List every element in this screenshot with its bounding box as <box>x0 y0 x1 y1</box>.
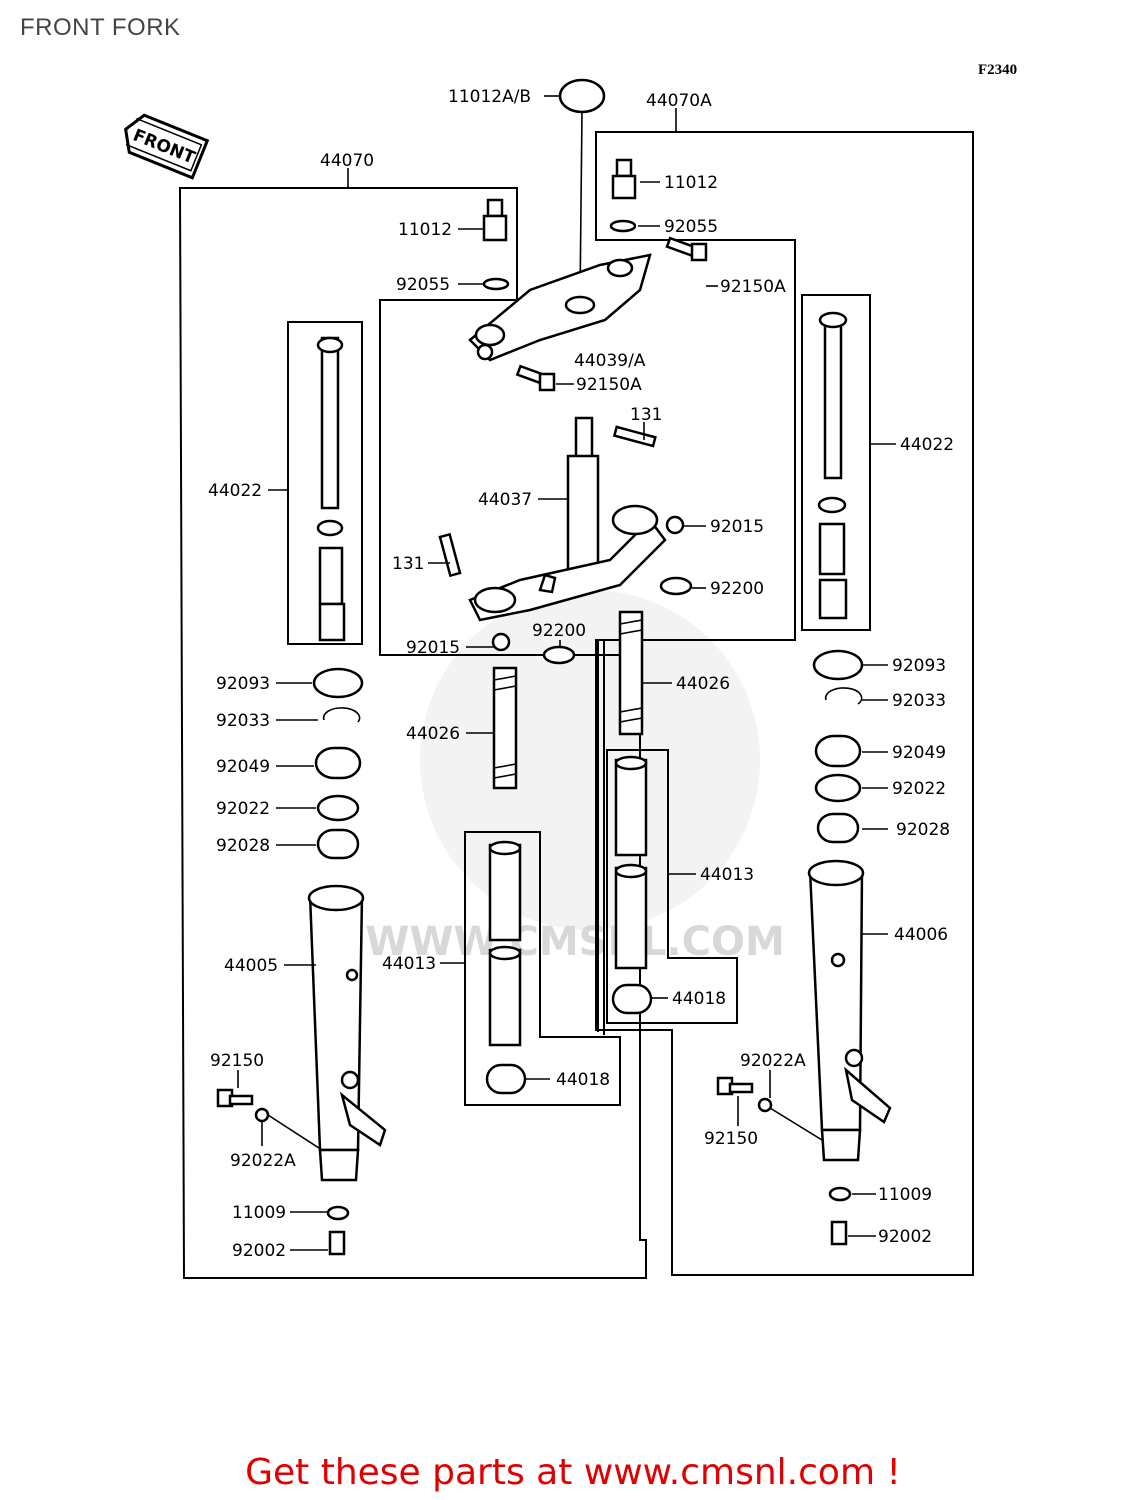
label-92093-right: 92093 <box>892 656 946 676</box>
washer-11009-right <box>828 1186 852 1202</box>
upper-bracket-44039 <box>468 253 652 362</box>
label-92150a-mid: 92150A <box>576 375 642 395</box>
promo-link[interactable]: Get these parts at www.cmsnl.com ! <box>245 1452 901 1493</box>
label-44005: 44005 <box>224 956 278 976</box>
bush-44018-left <box>485 1063 527 1095</box>
valve-11012-right <box>611 158 637 200</box>
bolt-92002-left <box>328 1230 346 1256</box>
label-131-left: 131 <box>392 554 424 574</box>
box-44070a <box>595 131 974 1276</box>
box-44022-left <box>287 321 363 645</box>
label-44039a: 44039/A <box>574 351 646 371</box>
valve-11012-left <box>482 198 508 242</box>
label-131-top: 131 <box>630 405 662 425</box>
label-44018-right: 44018 <box>672 989 726 1009</box>
label-92028-right: 92028 <box>896 820 950 840</box>
label-44013-right: 44013 <box>700 865 754 885</box>
part-labels: 11012A/B 44070A 44070 11012 11012 92055 … <box>208 87 954 1261</box>
label-92033-left: 92033 <box>216 711 270 731</box>
label-44013-left: 44013 <box>382 954 436 974</box>
bolt-92150-right <box>716 1076 754 1096</box>
washer-11009-left <box>326 1205 350 1221</box>
label-92028-left: 92028 <box>216 836 270 856</box>
label-92150a-top: 92150A <box>720 277 786 297</box>
washer-92200-left <box>542 645 576 665</box>
box-44022-right <box>801 294 871 631</box>
page-title: FRONT FORK <box>20 14 181 41</box>
label-44070: 44070 <box>320 151 374 171</box>
washer-92022a-right <box>757 1097 773 1113</box>
outer-tube-44005 <box>307 884 387 1182</box>
label-92015-right: 92015 <box>710 517 764 537</box>
label-11012ab: 11012A/B <box>448 87 531 107</box>
label-92200-right: 92200 <box>710 579 764 599</box>
box-44013-right <box>606 749 738 1024</box>
washer-92200-right <box>659 576 693 596</box>
bush-44018-right <box>611 983 653 1015</box>
label-92150-right: 92150 <box>704 1129 758 1149</box>
damper-44022-left <box>316 336 346 642</box>
label-92002-right: 92002 <box>878 1227 932 1247</box>
tube-44013-left <box>488 840 522 1047</box>
nut-92015-left <box>491 632 511 652</box>
seal-stack-right <box>812 649 864 844</box>
label-92049-left: 92049 <box>216 757 270 777</box>
stem-44037 <box>468 416 667 622</box>
label-44022-right: 44022 <box>900 435 954 455</box>
label-92055-left: 92055 <box>396 275 450 295</box>
label-44026-left: 44026 <box>406 724 460 744</box>
label-11009-right: 11009 <box>878 1185 932 1205</box>
label-92022a-right: 92022A <box>740 1051 806 1071</box>
leader-lines <box>237 95 896 1251</box>
label-11012-right: 11012 <box>664 173 718 193</box>
figure-code: F2340 <box>978 62 1018 78</box>
tube-44013-right <box>614 755 648 970</box>
label-44037: 44037 <box>478 490 532 510</box>
label-92015-left: 92015 <box>406 638 460 658</box>
spring-44026-right <box>618 610 644 736</box>
oring-92055-right <box>609 219 637 233</box>
nut-92015-right <box>665 515 685 535</box>
bolt-131-top <box>612 425 657 448</box>
label-92200-left: 92200 <box>532 621 586 641</box>
label-44006: 44006 <box>894 925 948 945</box>
bolt-92150a-mid <box>515 364 556 392</box>
label-11012-left: 11012 <box>398 220 452 240</box>
label-44022-left: 44022 <box>208 481 262 501</box>
label-92049-right: 92049 <box>892 743 946 763</box>
label-11009-left: 11009 <box>232 1203 286 1223</box>
label-92150-left: 92150 <box>210 1051 264 1071</box>
label-92022-right: 92022 <box>892 779 946 799</box>
label-44018-left: 44018 <box>556 1070 610 1090</box>
bolt-92150-left <box>216 1088 254 1108</box>
cap-11012ab <box>558 78 606 301</box>
seal-stack-left <box>312 667 364 860</box>
label-92002-left: 92002 <box>232 1241 286 1261</box>
box-44013-left <box>464 831 621 1106</box>
label-92022-left: 92022 <box>216 799 270 819</box>
label-92033-right: 92033 <box>892 691 946 711</box>
oring-92055-left <box>482 277 510 291</box>
label-92055-right: 92055 <box>664 217 718 237</box>
front-arrow-icon: FRONT <box>124 113 210 180</box>
bolt-92150a-top <box>665 236 708 262</box>
outer-tube-44006 <box>807 859 892 1162</box>
bolt-92002-right <box>830 1220 848 1246</box>
washer-92022a-left <box>254 1107 270 1123</box>
label-92093-left: 92093 <box>216 674 270 694</box>
label-92022a-left: 92022A <box>230 1151 296 1171</box>
damper-44022-right <box>817 311 848 620</box>
bolt-131-left <box>438 532 462 578</box>
label-44070a: 44070A <box>646 91 712 111</box>
label-44026-right: 44026 <box>676 674 730 694</box>
spring-44026-left <box>492 666 518 790</box>
